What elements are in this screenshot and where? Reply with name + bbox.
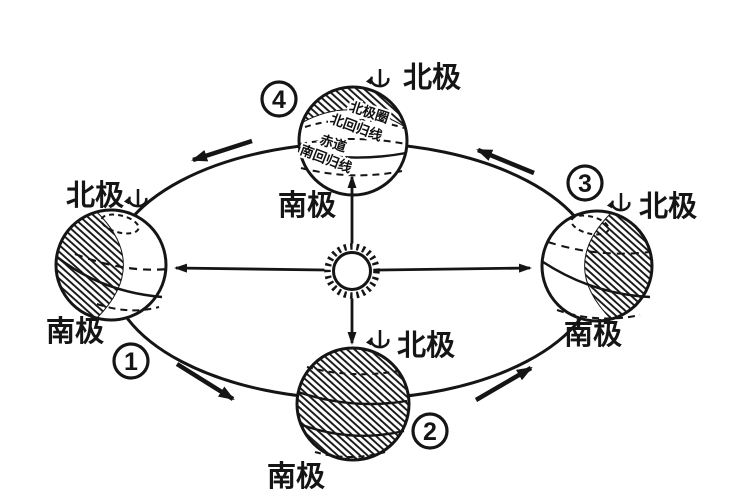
sun-ray-left: [174, 263, 325, 273]
south-pole-label-3: 南极: [564, 318, 622, 351]
latitude-solid-2b: [301, 423, 405, 437]
south-pole-label-2: 南极: [267, 460, 325, 493]
latitude-solid-2a: [297, 390, 408, 406]
latitude-dashed-1b: [96, 303, 160, 312]
earth-globe-2: [295, 346, 411, 462]
sun: [174, 175, 532, 345]
svg-text:1: 1: [124, 348, 138, 376]
arctic-circle-line: [304, 118, 405, 129]
latitude-solid-1: [56, 256, 163, 299]
rotation-icon-4: [365, 69, 390, 88]
orbit-arrow-top-left: [191, 138, 253, 163]
polar-circle-line-1: [100, 213, 140, 235]
position-number-3: 3: [566, 164, 604, 202]
position-number-1: 1: [112, 342, 150, 380]
north-pole-label-4: 北极: [403, 61, 461, 94]
earth-globe-1: [54, 208, 169, 322]
sun-rays-ring: [324, 243, 380, 299]
globe-outline-1: [54, 208, 168, 322]
globe-outline-3: [540, 209, 654, 323]
latitude-solid-3: [542, 260, 651, 299]
earth-globe-3: [540, 209, 654, 323]
position-number-2: 2: [411, 412, 449, 450]
rotation-icon-1: [123, 189, 148, 208]
rotation-icon-2: [365, 330, 390, 349]
north-pole-label-1: 北极: [66, 179, 124, 212]
svg-text:2: 2: [423, 418, 437, 446]
orbit-arrow-bottom-left: [175, 362, 235, 401]
latitude-dashed-1a: [74, 252, 169, 271]
earth-globe-4: [297, 85, 409, 197]
south-pole-label-4: 南极: [278, 189, 336, 222]
polar-circle-line-3: [570, 214, 610, 236]
sun-disc: [332, 251, 372, 291]
south-pole-label-1: 南极: [46, 315, 104, 348]
latitude-dashed-2a: [306, 366, 399, 376]
tropic-of-cancer-line: [299, 138, 407, 145]
latitude-dashed-2b: [314, 451, 386, 458]
svg-text:4: 4: [272, 86, 286, 114]
equator-line: [297, 149, 407, 159]
latitude-dashed-3b: [556, 309, 641, 320]
globe-outline-2: [295, 346, 411, 462]
position-number-4: 4: [260, 80, 298, 118]
orbit-arrow-bottom-right: [474, 366, 533, 402]
north-pole-label-3: 北极: [639, 190, 697, 223]
svg-text:3: 3: [578, 170, 592, 198]
rotation-icon-3: [606, 193, 631, 212]
sun-ray-right: [379, 263, 532, 273]
orbit-arrow-top-right: [476, 147, 535, 176]
north-pole-label-2: 北极: [397, 329, 455, 362]
